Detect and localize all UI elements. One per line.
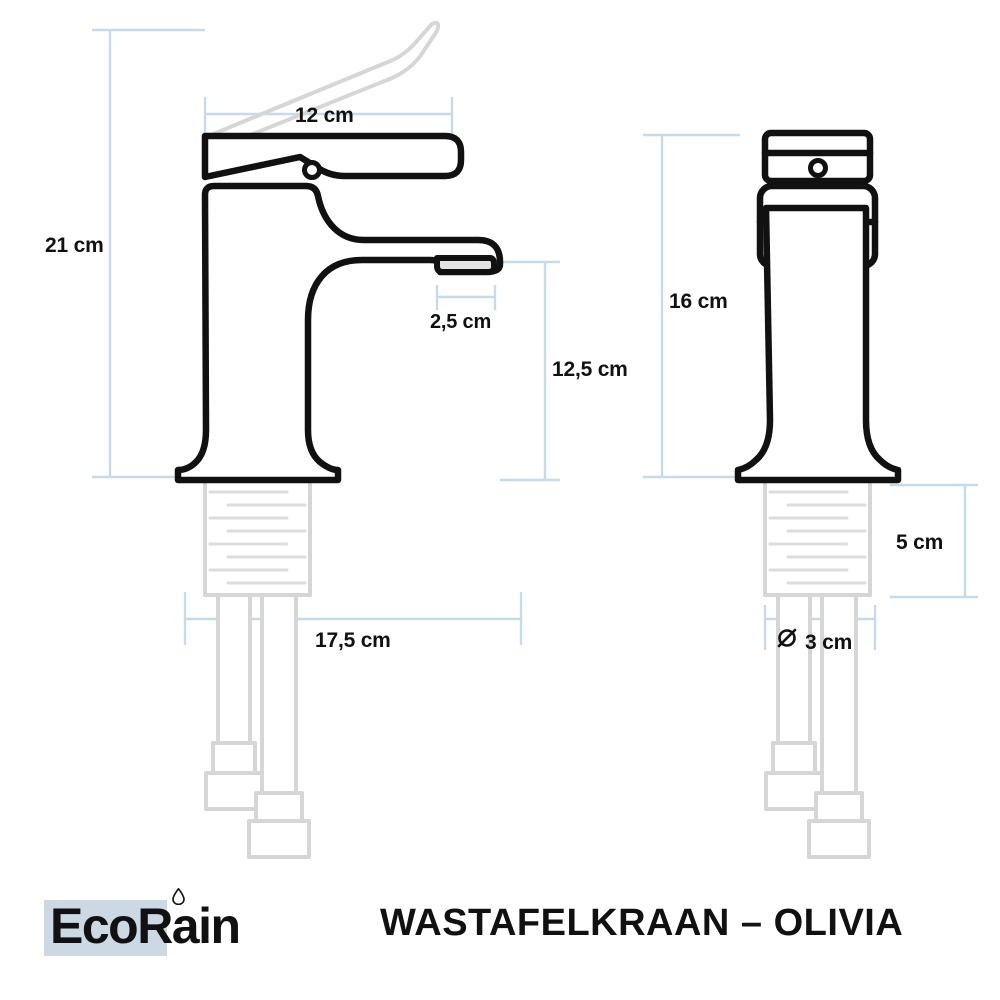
- brand-logo-highlight: [44, 900, 167, 956]
- faucet-body-side: [174, 182, 504, 484]
- dimension-spout-height: [500, 260, 560, 482]
- shank-threads-front: [768, 490, 867, 585]
- lever-handle: [201, 132, 465, 181]
- brand-logo-text: EcoRain: [50, 898, 241, 954]
- dimension-body-height: [643, 133, 740, 479]
- supply-hoses-ghost-front: [763, 478, 872, 859]
- shank-threads: [208, 490, 307, 585]
- dimension-label-base-diameter: 3 cm: [805, 631, 853, 654]
- dimension-thread-length: [890, 483, 978, 599]
- lever-pivot-pin: [302, 160, 322, 180]
- diameter-icon: [777, 628, 797, 648]
- dimension-label-hose-length: 17,5 cm: [315, 629, 391, 652]
- faucet-front-view: [734, 129, 902, 859]
- water-droplet-icon: [172, 888, 185, 905]
- dimension-label-spout-height: 12,5 cm: [552, 358, 628, 381]
- product-title: WASTAFELKRAAN – OLIVIA: [380, 902, 904, 944]
- dimension-label-thread-length: 5 cm: [896, 531, 944, 554]
- dimension-label-spout-reach: 12 cm: [295, 104, 354, 127]
- lever-handle-front: [761, 129, 874, 185]
- dimension-label-aerator-width: 2,5 cm: [430, 311, 492, 333]
- lever-handle-raised-ghost: [204, 20, 441, 150]
- faucet-side-view: [174, 20, 504, 859]
- supply-hoses-ghost: [203, 478, 312, 859]
- brand-logo: EcoRain: [44, 896, 246, 956]
- dimension-height-total: [92, 28, 205, 479]
- dimension-label-body-height: 16 cm: [669, 290, 728, 313]
- dimension-label-height-total: 21 cm: [45, 234, 104, 257]
- faucet-body-front: [734, 204, 902, 484]
- footer-bar: EcoRain WASTAFELKRAAN – OLIVIA: [0, 884, 1000, 1000]
- handle-screw-hole: [808, 158, 828, 178]
- dimension-aerator-width: [435, 285, 497, 310]
